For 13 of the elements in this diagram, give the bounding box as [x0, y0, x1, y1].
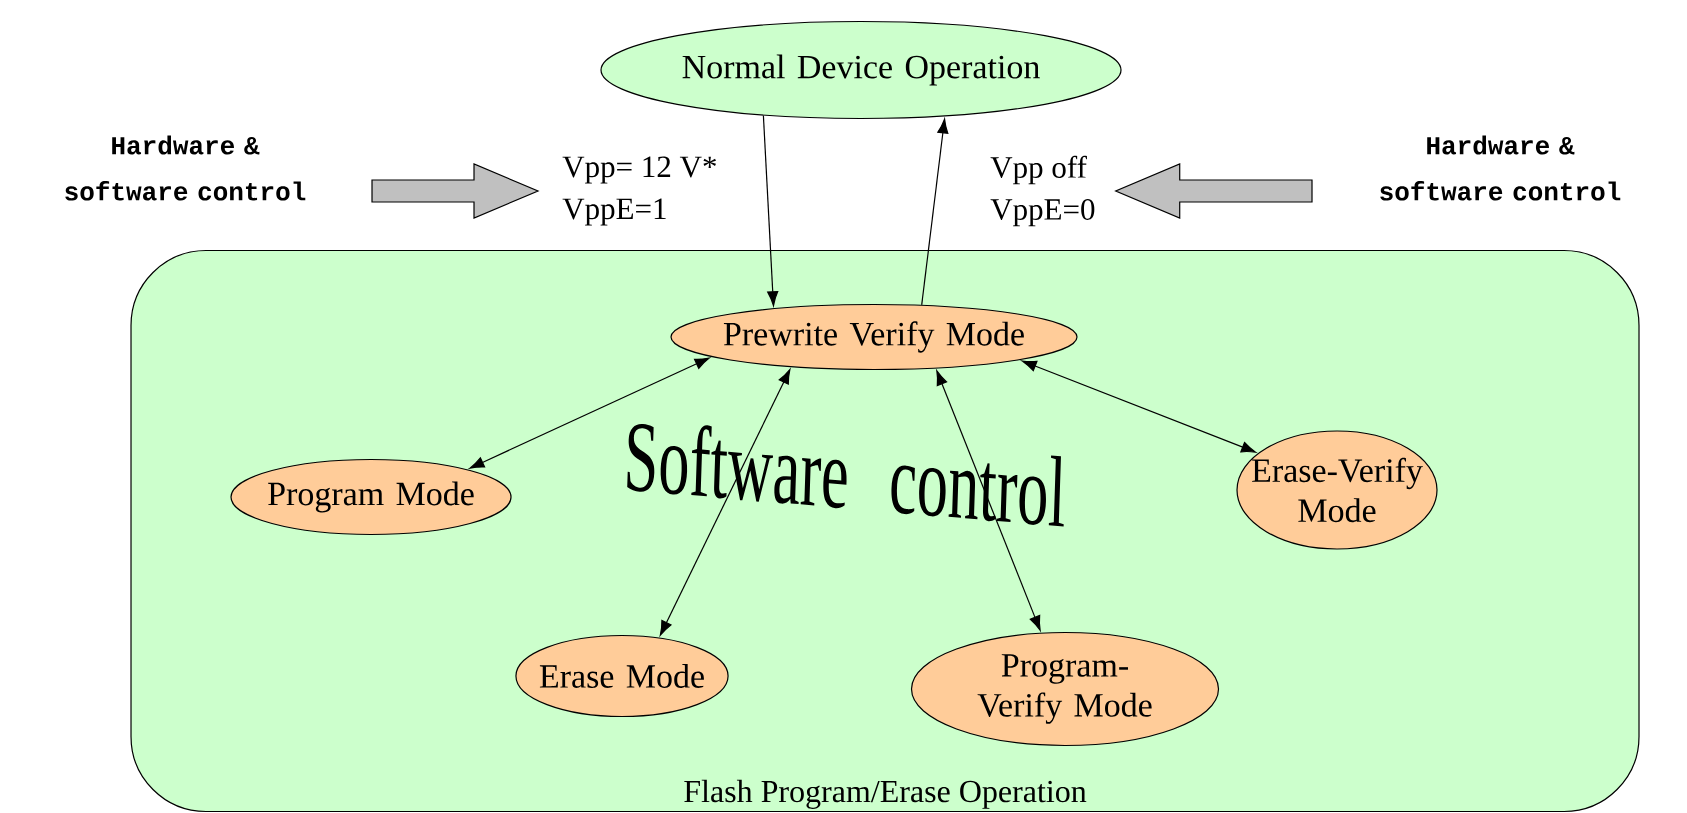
control-text: Hardware & software control [65, 135, 306, 201]
arrow [762, 114, 779, 307]
arrow [659, 368, 791, 636]
arrow [936, 370, 1041, 631]
signal-text: Vpp= 12 V* VppE=1 [562, 156, 716, 226]
arrow [469, 357, 710, 469]
arrow [1021, 360, 1257, 453]
arrow [921, 118, 949, 306]
watermark-text: Software control [627, 424, 1064, 527]
block-arrow [1114, 163, 1313, 219]
block-arrow [371, 163, 540, 219]
control-text: Hardware & software control [1380, 135, 1621, 201]
signal-text: Vpp off VppE=0 [990, 155, 1095, 227]
